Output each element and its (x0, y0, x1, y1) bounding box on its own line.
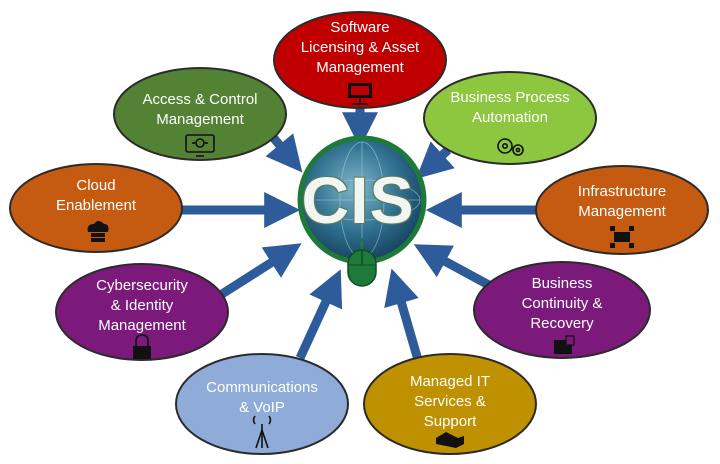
antenna-icon (252, 415, 272, 449)
device-backup-icon (554, 335, 575, 354)
node-comms (175, 353, 349, 455)
monitor-icon (348, 83, 372, 105)
node-infra (535, 165, 709, 255)
lock-icon (133, 334, 151, 359)
node-bpa (423, 71, 597, 165)
arrow-cyber (219, 243, 302, 298)
node-managed (363, 353, 537, 455)
node-cyber (55, 263, 229, 361)
arrow-access (265, 133, 303, 173)
arrow-managed (384, 268, 423, 362)
gears-icon (497, 138, 524, 156)
arrows (182, 108, 540, 362)
network-icon (610, 226, 634, 248)
node-software (273, 11, 447, 109)
cis-title: CIS (301, 163, 415, 237)
arrow-comms (295, 269, 343, 360)
node-bcr (473, 261, 651, 359)
cloud-server-icon (87, 221, 109, 242)
gear-screen-icon (185, 134, 215, 157)
handshake-icon (436, 432, 464, 448)
node-cloud (9, 163, 183, 253)
node-access (113, 67, 287, 161)
arrow-bpa (415, 141, 455, 179)
mouse-icon (347, 237, 377, 287)
cis-globe (297, 135, 427, 265)
arrow-bcr (413, 244, 501, 294)
